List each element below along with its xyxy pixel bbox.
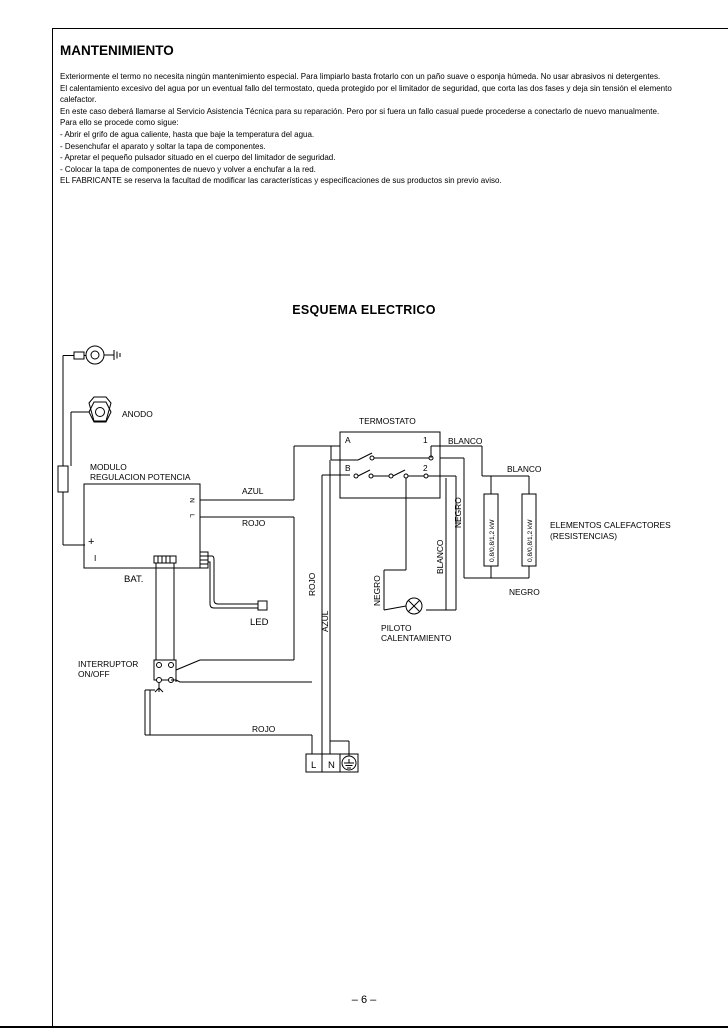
- thermostat-box: [339, 431, 441, 499]
- interruptor-sublabel: ON/OFF: [78, 669, 110, 679]
- page-frame: [52, 28, 728, 1028]
- negro-vertical-label-2: NEGRO: [453, 497, 463, 528]
- elementos-sublabel: (RESISTENCIAS): [550, 531, 617, 541]
- page-number: – 6 –: [351, 994, 377, 1006]
- pin-l-label: L: [188, 514, 195, 518]
- maintenance-line: El calentamiento excesivo del agua por u…: [60, 82, 672, 105]
- plus-label: +: [88, 536, 94, 548]
- blanco-wire-label: BLANCO: [448, 436, 483, 446]
- bat-label: BAT.: [124, 574, 143, 585]
- modulo-label: MODULO: [90, 462, 127, 472]
- maintenance-line: - Apretar el pequeño pulsador situado en…: [60, 152, 336, 163]
- negro-vertical-label: NEGRO: [372, 575, 382, 606]
- rojo-wire-label: ROJO: [242, 518, 266, 528]
- led-label: LED: [250, 617, 269, 628]
- negro-wire-label: NEGRO: [509, 587, 540, 597]
- maintenance-line: - Desenchufar el aparato y soltar la tap…: [60, 140, 266, 151]
- anode-ring-icon: [73, 345, 114, 365]
- anodo-label: ANODO: [122, 409, 153, 419]
- modulo-sublabel: REGULACION POTENCIA: [90, 472, 191, 482]
- terminal-n-label: N: [328, 760, 335, 771]
- element-1-rating: 0,8/0,8/1,2 kW: [489, 519, 496, 562]
- terminal-block: [305, 753, 359, 773]
- terminal-1-label: 1: [423, 435, 428, 445]
- maintenance-line: En este caso deberá llamarse al Servicio…: [60, 105, 660, 116]
- pin-n-label: N: [188, 498, 195, 503]
- azul-wire-label: AZUL: [242, 486, 264, 496]
- terminal-a-label: A: [345, 435, 351, 445]
- azul-vertical-label: AZUL: [320, 610, 330, 632]
- rojo-bottom-label: ROJO: [252, 724, 276, 734]
- maintenance-line: EL FABRICANTE se reserva la facultad de …: [60, 175, 502, 186]
- maintenance-line: Para ello se procede como sigue:: [60, 117, 179, 128]
- piloto-sublabel: CALENTAMIENTO: [381, 633, 452, 643]
- blanco-wire-label-2: BLANCO: [507, 464, 542, 474]
- maintenance-line: - Abrir el grifo de agua caliente, hasta…: [60, 128, 315, 139]
- piloto-label: PILOTO: [381, 623, 412, 633]
- maintenance-line: - Colocar la tapa de componentes de nuev…: [60, 163, 316, 174]
- element-2-rating: 0,8/0,8/1,2 kW: [527, 519, 534, 562]
- maintenance-title: MANTENIMIENTO: [60, 43, 174, 58]
- schema-title: ESQUEMA ELECTRICO: [292, 303, 436, 317]
- module-box: [83, 483, 201, 569]
- ground-icon: [113, 350, 121, 360]
- battery-connector: [153, 555, 177, 564]
- terminal-2-label: 2: [423, 463, 428, 473]
- terminal-b-label: B: [345, 463, 351, 473]
- blanco-vertical-label: BLANCO: [435, 539, 445, 574]
- on-off-switch: [153, 659, 177, 681]
- termostato-label: TERMOSTATO: [359, 416, 416, 426]
- terminal-l-label: L: [311, 760, 316, 771]
- page-bottom-rule: [0, 1026, 728, 1028]
- rojo-vertical-label: ROJO: [307, 572, 317, 596]
- maintenance-line: Exteriormente el termo no necesita ningú…: [60, 71, 661, 81]
- maintenance-body: Exteriormente el termo no necesita ningú…: [60, 71, 672, 187]
- elementos-label: ELEMENTOS CALEFACTORES: [550, 520, 671, 530]
- led-icon: [257, 600, 268, 611]
- interruptor-label: INTERRUPTOR: [78, 659, 138, 669]
- minus-label: I: [94, 553, 96, 563]
- anode-nut-icon: [88, 396, 112, 423]
